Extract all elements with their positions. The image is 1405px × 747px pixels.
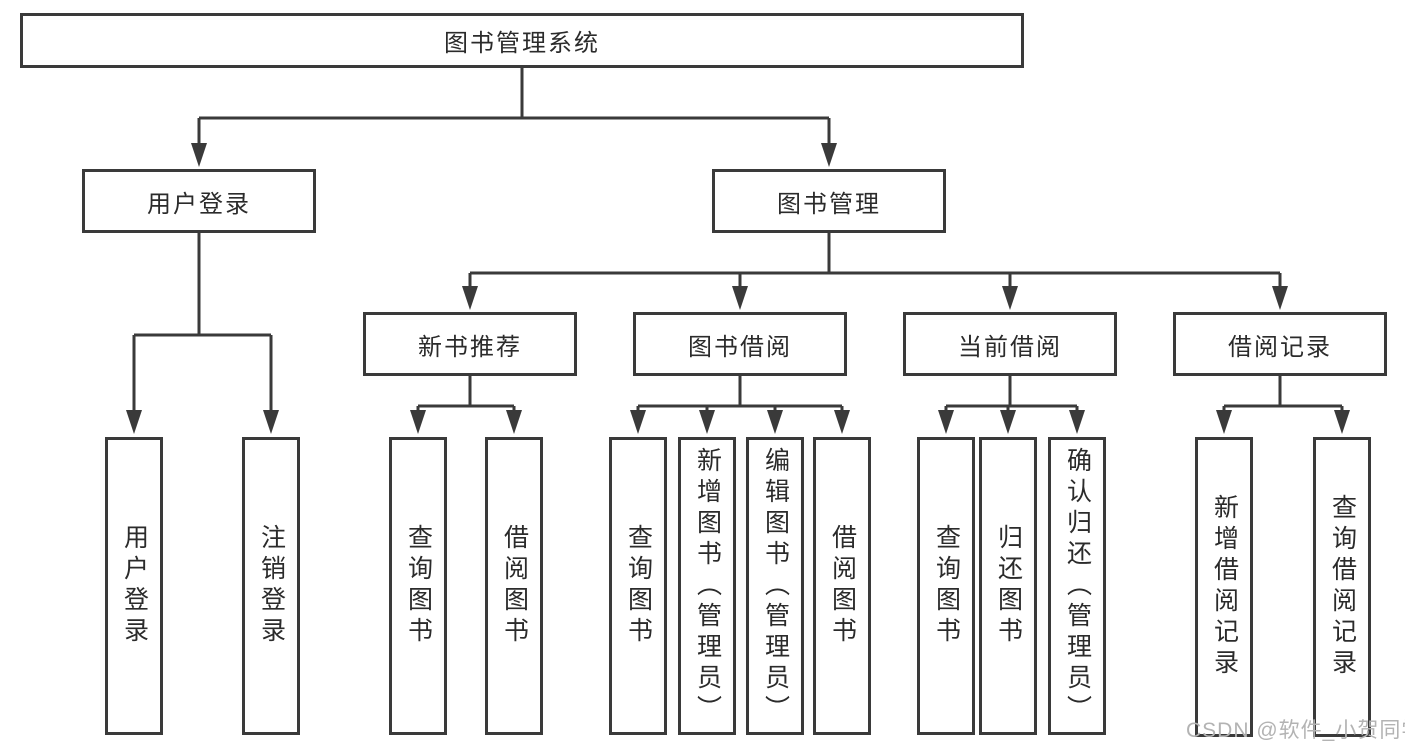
leaf-current-query-books: 查询图书 [917, 437, 975, 735]
leaf-borrowing-query-books: 查询图书 [609, 437, 667, 735]
node-book-management: 图书管理 [712, 169, 946, 233]
leaf-label: 查询图书 [404, 524, 433, 648]
leaf-user-login: 用户登录 [105, 437, 163, 735]
node-label: 借阅记录 [1228, 333, 1332, 361]
leaf-label: 新增图书（管理员） [693, 446, 722, 726]
leaf-label: 借阅图书 [500, 524, 529, 648]
node-label: 图书管理 [777, 190, 881, 218]
node-book-borrowing: 图书借阅 [633, 312, 847, 376]
leaf-label: 查询图书 [624, 524, 653, 648]
leaf-label: 归还图书 [994, 524, 1023, 648]
leaf-borrowing-edit-books-admin: 编辑图书（管理员） [746, 437, 804, 735]
node-label: 用户登录 [147, 190, 251, 218]
leaf-current-confirm-return-admin: 确认归还（管理员） [1048, 437, 1106, 735]
node-label: 图书管理系统 [444, 30, 600, 57]
node-user-login: 用户登录 [82, 169, 316, 233]
arrowheads [126, 143, 1350, 434]
node-label: 图书借阅 [688, 333, 792, 361]
leaf-label: 用户登录 [120, 524, 149, 648]
leaf-label: 编辑图书（管理员） [761, 446, 790, 726]
leaf-borrowing-add-books-admin: 新增图书（管理员） [678, 437, 736, 735]
leaf-recommend-query-books: 查询图书 [389, 437, 447, 735]
node-library-management-system: 图书管理系统 [20, 13, 1024, 68]
leaf-label: 新增借阅记录 [1210, 494, 1239, 680]
node-current-borrowing: 当前借阅 [903, 312, 1117, 376]
leaf-records-query-borrow-record: 查询借阅记录 [1313, 437, 1371, 737]
watermark: CSDN @软件_小贺同学 [1186, 719, 1405, 742]
leaf-records-add-borrow-record: 新增借阅记录 [1195, 437, 1253, 737]
leaf-borrowing-borrow-books: 借阅图书 [813, 437, 871, 735]
leaf-current-return-books: 归还图书 [979, 437, 1037, 735]
leaf-label: 查询图书 [932, 524, 961, 648]
leaf-logout: 注销登录 [242, 437, 300, 735]
node-label: 当前借阅 [958, 333, 1062, 361]
leaf-label: 确认归还（管理员） [1063, 446, 1092, 726]
node-borrowing-records: 借阅记录 [1173, 312, 1387, 376]
leaf-label: 注销登录 [257, 524, 286, 648]
leaf-label: 借阅图书 [828, 524, 857, 648]
node-label: 新书推荐 [418, 333, 522, 361]
leaf-label: 查询借阅记录 [1328, 494, 1357, 680]
leaf-recommend-borrow-books: 借阅图书 [485, 437, 543, 735]
node-new-book-recommendation: 新书推荐 [363, 312, 577, 376]
